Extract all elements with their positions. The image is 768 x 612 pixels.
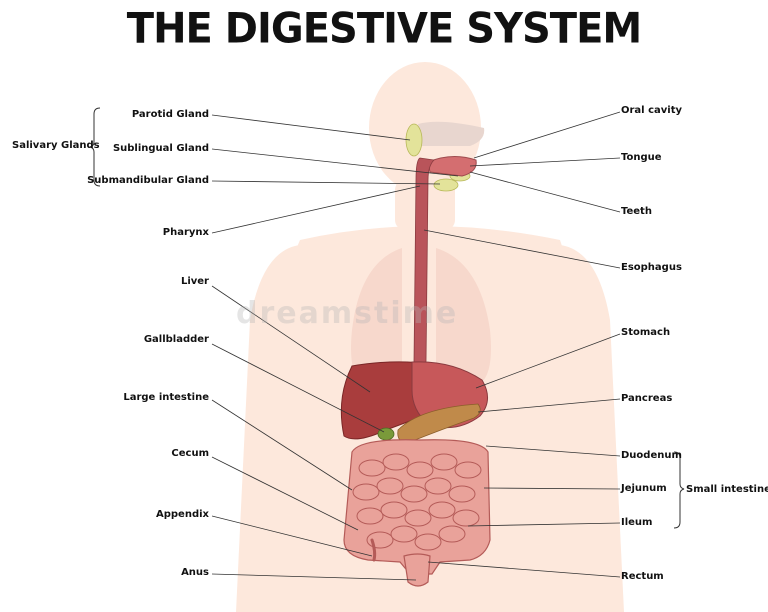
leader-parotid — [211, 114, 411, 141]
label-duodenum: Duodenum — [621, 450, 682, 461]
intestine-coil — [400, 485, 428, 503]
label-ileum: Ileum — [621, 517, 653, 528]
label-gallbladder: Gallbladder — [143, 334, 209, 345]
label-liver: Liver — [180, 276, 209, 287]
leader-lines — [211, 111, 621, 581]
right-lung — [436, 248, 491, 382]
leader-liver — [211, 285, 371, 393]
intestine-coil — [438, 525, 466, 543]
leader-stomach — [475, 333, 621, 389]
intestine-coil — [352, 483, 380, 501]
intestine-coil — [424, 477, 452, 495]
page-title: THE DIGESTIVE SYSTEM — [126, 4, 642, 54]
nasal-cavity — [418, 121, 485, 146]
salivary-brace — [89, 107, 101, 187]
intestine-coil — [380, 501, 408, 519]
leader-oral-cavity — [473, 111, 621, 159]
leader-large-intestine — [211, 399, 353, 491]
small-intestine-brace — [673, 451, 685, 529]
leader-sublingual — [211, 148, 459, 177]
tongue-shape — [427, 156, 477, 177]
parotid-gland — [405, 123, 423, 157]
label-rectum: Rectum — [621, 571, 664, 582]
label-salivary-glands: Salivary Glands — [12, 140, 100, 151]
lungs — [351, 248, 491, 382]
label-large-intestine: Large intestine — [123, 392, 209, 403]
leader-cecum — [211, 456, 359, 531]
label-esophagus: Esophagus — [621, 262, 682, 273]
label-small-intestine: Small intestine — [686, 484, 768, 495]
intestine-coil — [452, 509, 480, 527]
leader-pharynx — [211, 185, 421, 234]
leader-pancreas — [477, 398, 621, 413]
intestine-coil — [430, 453, 458, 471]
intestine-coil — [454, 461, 482, 479]
leader-duodenum — [485, 445, 621, 457]
intestine-coil — [390, 525, 418, 543]
small-intestine-coils — [352, 453, 482, 551]
label-sublingual-gland: Sublingual Gland — [112, 143, 209, 154]
label-pharynx: Pharynx — [162, 227, 209, 238]
intestine-coil — [414, 533, 442, 551]
leader-appendix — [211, 515, 373, 557]
intestine-coil — [428, 501, 456, 519]
intestine-coil — [376, 477, 404, 495]
intestine-coil — [448, 485, 476, 503]
leader-tongue — [469, 157, 621, 167]
label-tongue: Tongue — [621, 152, 662, 163]
leader-rectum — [427, 561, 621, 578]
rectum-shape — [403, 553, 431, 587]
label-oral-cavity: Oral cavity — [621, 105, 683, 116]
intestine-coil — [356, 507, 384, 525]
leader-gallbladder — [211, 343, 385, 433]
leader-jejunum — [483, 487, 621, 490]
label-anus: Anus — [181, 567, 209, 578]
intestine-coil — [358, 459, 386, 477]
label-stomach: Stomach — [621, 327, 671, 338]
right-arm — [560, 245, 624, 612]
label-cecum: Cecum — [171, 448, 209, 459]
intestine-coil — [404, 509, 432, 527]
label-appendix: Appendix — [156, 509, 209, 520]
label-pancreas: Pancreas — [621, 393, 673, 404]
label-submandibular-gland: Submandibular Gland — [87, 175, 209, 186]
label-jejunum: Jejunum — [621, 483, 667, 494]
leader-submandibular — [211, 180, 441, 185]
watermark-text: dreamstime — [236, 296, 459, 331]
intestine-coil — [382, 453, 410, 471]
leader-anus — [211, 573, 417, 581]
leader-esophagus — [423, 229, 621, 269]
leader-ileum — [467, 522, 621, 527]
label-teeth: Teeth — [621, 206, 652, 217]
intestine-coil — [406, 461, 434, 479]
left-lung — [351, 248, 402, 382]
appendix-shape — [370, 538, 377, 562]
submandibular-gland — [433, 178, 459, 192]
left-arm — [236, 245, 300, 612]
label-parotid-gland: Parotid Gland — [131, 109, 209, 120]
leader-teeth — [469, 171, 621, 213]
